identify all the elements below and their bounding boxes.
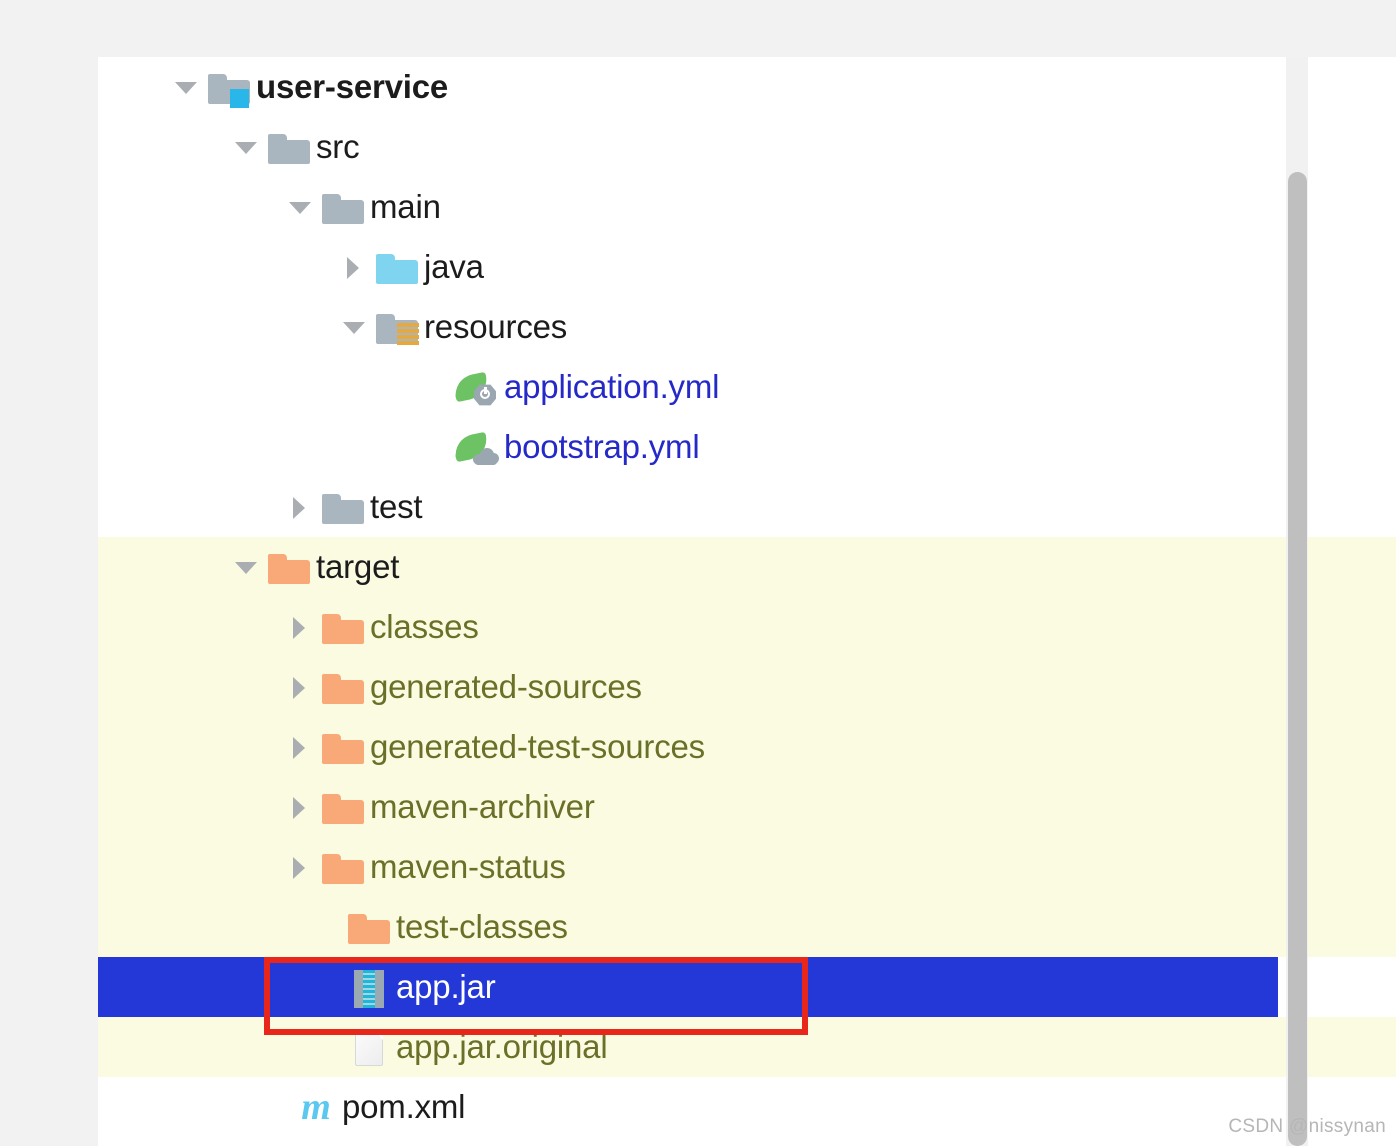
folder-orange-icon [346, 907, 392, 947]
jar-archive-icon [346, 967, 392, 1008]
chevron-right-icon[interactable] [286, 854, 312, 880]
folder-orange-icon [266, 547, 312, 587]
tree-row-label: app.jar.original [396, 1028, 608, 1065]
maven-pom-icon: m [301, 1086, 331, 1128]
tree-row-label: application.yml [504, 368, 720, 405]
folder-module-icon [206, 67, 252, 108]
tree-row[interactable]: user-service [98, 57, 1396, 117]
folder-orange-icon [320, 787, 366, 827]
tree-row[interactable]: bootstrap.yml [98, 417, 1396, 477]
expand-arrow-placeholder [258, 1094, 284, 1120]
chevron-right-icon[interactable] [286, 734, 312, 760]
folder-orange-icon [320, 667, 366, 707]
chevron-down-icon[interactable] [232, 554, 258, 580]
tree-row-label: src [316, 128, 360, 165]
vertical-scrollbar-thumb[interactable] [1288, 172, 1307, 1146]
generic-file-icon [346, 1027, 392, 1067]
spring-config-file-icon [451, 367, 500, 407]
tree-row[interactable]: main [98, 177, 1396, 237]
tree-row-label: user-service [256, 68, 449, 105]
chevron-right-icon[interactable] [340, 254, 366, 280]
tree-row-label: generated-sources [370, 668, 642, 705]
tree-row[interactable]: maven-status [98, 837, 1396, 897]
folder-sources-blue-icon [374, 247, 420, 287]
chevron-down-icon[interactable] [172, 74, 198, 100]
folder-orange-icon [320, 727, 366, 767]
tree-row[interactable]: m pom.xml [98, 1077, 1396, 1137]
chevron-down-icon[interactable] [340, 314, 366, 340]
folder-orange-icon [320, 847, 366, 887]
tree-row[interactable]: generated-test-sources [98, 717, 1396, 777]
spring-cloud-file-icon [451, 427, 500, 467]
tree-row[interactable]: app.jar [98, 957, 1278, 1017]
tree-row[interactable]: test [98, 477, 1396, 537]
tree-row[interactable]: resources [98, 297, 1396, 357]
chevron-right-icon[interactable] [286, 794, 312, 820]
tree-row-label: resources [424, 308, 568, 345]
expand-arrow-placeholder [312, 974, 338, 1000]
chevron-down-icon[interactable] [232, 134, 258, 160]
tree-row-label: classes [370, 608, 479, 645]
tree-row[interactable]: classes [98, 597, 1396, 657]
tree-row[interactable]: test-classes [98, 897, 1396, 957]
tree-row-label: maven-archiver [370, 788, 595, 825]
tree-row-label: main [370, 188, 441, 225]
tree-row-label: bootstrap.yml [504, 428, 700, 465]
expand-arrow-placeholder [312, 914, 338, 940]
tree-row[interactable]: maven-archiver [98, 777, 1396, 837]
tree-row-label: target [316, 548, 400, 585]
chevron-right-icon[interactable] [286, 614, 312, 640]
folder-resources-icon [374, 307, 420, 347]
tree-row[interactable]: src [98, 117, 1396, 177]
folder-gray-icon [266, 127, 312, 167]
tree-row[interactable]: target [98, 537, 1396, 597]
tree-row-label: maven-status [370, 848, 566, 885]
folder-gray-icon [320, 487, 366, 527]
folder-orange-icon [320, 607, 366, 647]
expand-arrow-placeholder [420, 374, 446, 400]
tree-row[interactable]: generated-sources [98, 657, 1396, 717]
tree-row-label: test-classes [396, 908, 568, 945]
tree-row-label: generated-test-sources [370, 728, 705, 765]
tree-row-label: java [424, 248, 484, 285]
tree-row[interactable]: application.yml [98, 357, 1396, 417]
tree-row-label: pom.xml [342, 1088, 466, 1125]
chevron-down-icon[interactable] [286, 194, 312, 220]
tree-row[interactable]: app.jar.original [98, 1017, 1396, 1077]
chevron-right-icon[interactable] [286, 674, 312, 700]
folder-gray-icon [320, 187, 366, 227]
tree-row[interactable]: java [98, 237, 1396, 297]
expand-arrow-placeholder [420, 434, 446, 460]
chevron-right-icon[interactable] [286, 494, 312, 520]
watermark-text: CSDN @nissynan [1228, 1116, 1386, 1137]
tree-row-label: app.jar [396, 968, 496, 1005]
tree-row-label: test [370, 488, 423, 525]
expand-arrow-placeholder [312, 1034, 338, 1060]
